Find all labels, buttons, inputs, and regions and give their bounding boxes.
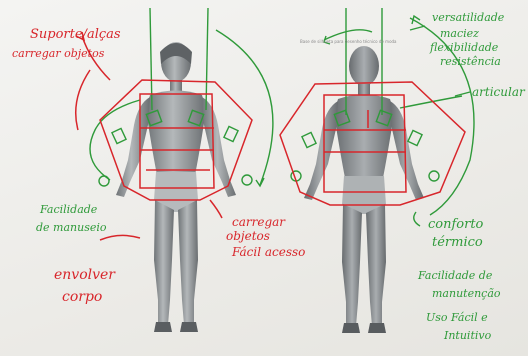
label-objetos-mid: objetos (226, 230, 270, 242)
label-flexibilidade: flexibilidade (430, 42, 498, 53)
label-facilidade: Facilidade (40, 204, 97, 215)
label-carregar-mid: carregar (232, 216, 285, 228)
label-corpo: corpo (62, 290, 102, 304)
label-uso-facil: Uso Fácil e (426, 312, 488, 323)
label-envolver: envolver (54, 268, 115, 282)
label-conforto: conforto (428, 218, 483, 231)
label-articular: articular (472, 86, 525, 98)
label-versatilidade: versatilidade (432, 12, 504, 23)
label-facilidade-de: Facilidade de (418, 270, 492, 281)
label-maciez: maciez (440, 28, 479, 39)
label-intuitivo: Intuitivo (444, 330, 491, 341)
label-resistencia: resistência (440, 56, 501, 67)
label-carregar-objetos-top: carregar objetos (12, 48, 104, 59)
label-facil-acesso: Fácil acesso (232, 246, 305, 258)
label-termico: térmico (432, 236, 483, 249)
label-de-manuseio: de manuseio (36, 222, 107, 233)
label-suporte-alcas: Suporte/alças (30, 28, 121, 41)
print-note: Base de silhueta para desenho técnico de… (300, 39, 397, 44)
label-manutencao: manutenção (432, 288, 501, 299)
